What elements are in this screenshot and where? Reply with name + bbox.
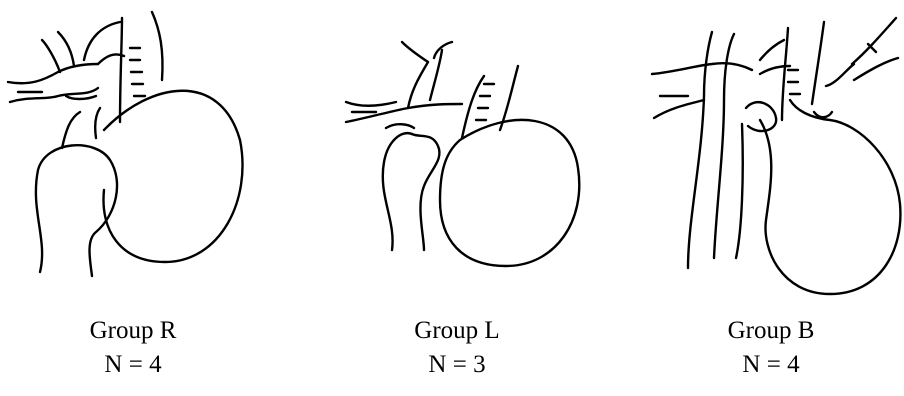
panel-r-count-label: N = 4 — [68, 348, 198, 382]
panel-r-caption: Group R N = 4 — [68, 314, 198, 382]
panel-b-caption: Group B N = 4 — [706, 314, 836, 382]
panel-b-group-label: Group B — [706, 314, 836, 348]
panel-l-count-label: N = 3 — [392, 348, 522, 382]
panel-b-count-label: N = 4 — [706, 348, 836, 382]
panel-b-heart-sketch — [652, 18, 900, 294]
panel-l-group-label: Group L — [392, 314, 522, 348]
panel-r-group-label: Group R — [68, 314, 198, 348]
panel-l-caption: Group L N = 3 — [392, 314, 522, 382]
